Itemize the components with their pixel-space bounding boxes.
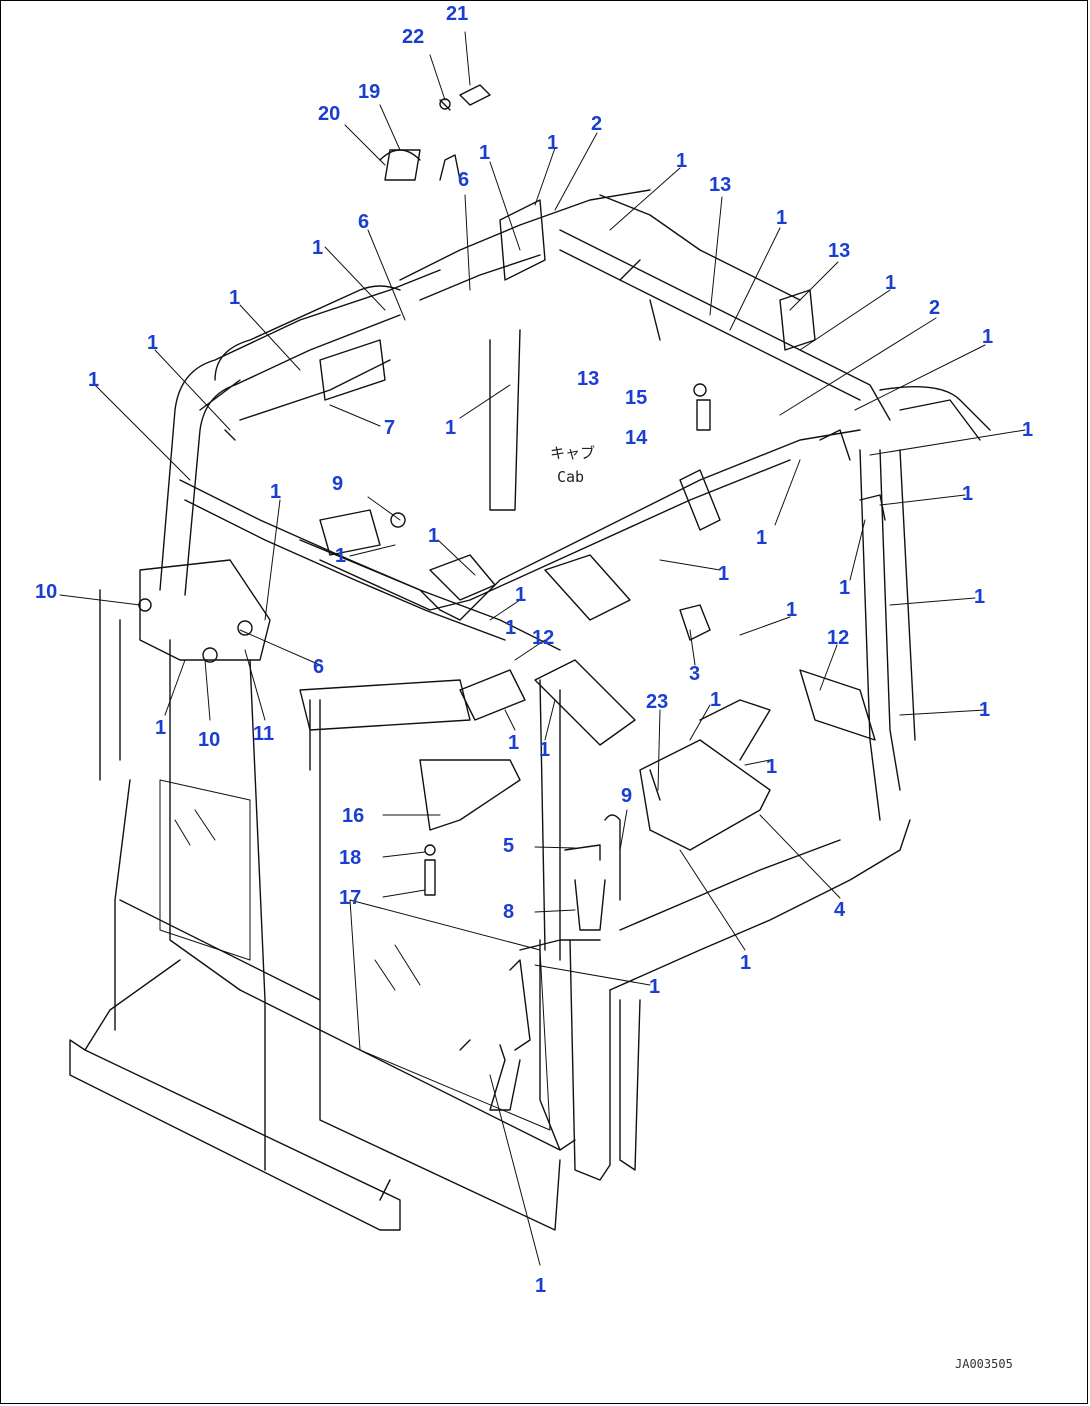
callout-1: 1	[539, 739, 551, 761]
callout-2: 2	[929, 297, 941, 319]
callout-1: 1	[445, 417, 457, 439]
callout-10: 10	[198, 729, 221, 751]
callout-15: 15	[625, 387, 648, 409]
lower-cab-body	[69, 679, 911, 1231]
callout-1: 1	[155, 717, 167, 739]
callout-18: 18	[339, 847, 362, 869]
mid-components	[139, 84, 886, 1111]
cab-posts	[99, 329, 916, 1171]
callout-8: 8	[503, 901, 515, 923]
callout-1: 1	[786, 599, 798, 621]
callout-1: 1	[270, 481, 282, 503]
cab-label-en: Cab	[557, 468, 585, 486]
callout-1: 1	[88, 369, 100, 391]
fastener-parts	[138, 98, 711, 896]
callout-22: 22	[402, 26, 425, 48]
callout-13: 13	[709, 174, 732, 196]
callout-1: 1	[547, 132, 559, 154]
callout-1: 1	[974, 586, 986, 608]
callout-20: 20	[318, 103, 341, 125]
callout-1: 1	[982, 326, 994, 348]
callout-1: 1	[229, 287, 241, 309]
callout-4: 4	[834, 899, 846, 921]
callout-17: 17	[339, 887, 362, 909]
callout-9: 9	[621, 785, 633, 807]
callout-1: 1	[428, 525, 440, 547]
callout-1: 1	[776, 207, 788, 229]
callout-1: 1	[515, 584, 527, 606]
callout-1: 1	[718, 563, 730, 585]
callout-3: 3	[689, 663, 701, 685]
callout-23: 23	[646, 691, 669, 713]
callout-1: 1	[979, 699, 991, 721]
callout-1: 1	[766, 756, 778, 778]
callout-1: 1	[335, 545, 347, 567]
callout-1: 1	[740, 952, 752, 974]
callout-1: 1	[1022, 419, 1034, 441]
callout-6: 6	[358, 211, 370, 233]
callout-12: 12	[827, 627, 850, 649]
cab-label-jp: キャブ	[550, 444, 596, 462]
callout-1: 1	[479, 142, 491, 164]
callout-19: 19	[358, 81, 381, 103]
callout-1: 1	[505, 617, 517, 639]
callout-1: 1	[676, 150, 688, 172]
callout-1: 1	[962, 483, 974, 505]
callout-2: 2	[591, 113, 603, 135]
callout-13: 13	[577, 368, 600, 390]
callout-16: 16	[342, 805, 365, 827]
callout-1: 1	[312, 237, 324, 259]
callout-13: 13	[828, 240, 851, 262]
callout-9: 9	[332, 473, 344, 495]
callout-12: 12	[532, 627, 555, 649]
callout-21: 21	[446, 3, 469, 25]
drawing-id: JA003505	[955, 1357, 1013, 1371]
upper-frame	[159, 189, 991, 651]
callout-1: 1	[839, 577, 851, 599]
leader-lines	[59, 31, 1026, 1266]
callout-1: 1	[756, 527, 768, 549]
callout-1: 1	[649, 976, 661, 998]
callout-11: 11	[253, 723, 275, 745]
callout-7: 7	[384, 417, 396, 439]
callout-1: 1	[147, 332, 159, 354]
callout-1: 1	[710, 689, 722, 711]
callout-1: 1	[535, 1275, 547, 1297]
callout-1: 1	[885, 272, 897, 294]
callout-10: 10	[35, 581, 58, 603]
window-panes	[159, 779, 551, 1131]
callout-5: 5	[503, 835, 515, 857]
callout-1: 1	[508, 732, 520, 754]
callout-14: 14	[625, 427, 648, 449]
callout-6: 6	[458, 169, 470, 191]
callout-6: 6	[313, 656, 325, 678]
